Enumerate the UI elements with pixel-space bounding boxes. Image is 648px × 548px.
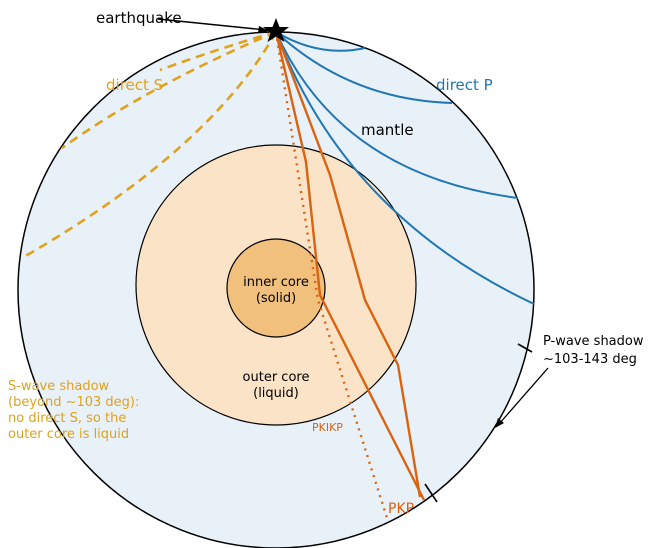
p-shadow-label: P-wave shadow [543,334,644,349]
star-icon [263,18,289,42]
s-shadow-label: S-wave shadow [8,379,110,394]
outer-core-label: outer core [243,370,310,385]
inner-core-label: inner core [243,275,309,290]
pkp-tick [424,483,438,503]
direct-p-rays [275,31,535,305]
inner-core-state: (solid) [256,291,296,306]
earthquake-label: earthquake [96,9,182,27]
s-shadow-note-2: outer core is liquid [8,427,129,442]
s-shadow-note-1: no direct S, so the [8,411,126,426]
p-ray [275,31,453,104]
mantle-label: mantle [361,121,414,139]
p-shadow-range: ~103-143 deg [543,352,637,367]
pkp-rays [274,31,426,501]
earthquake-pointer-head [258,26,269,33]
s-ray [61,30,277,150]
pkp-label: PKP [388,501,414,517]
p-shadow-tick [517,343,533,353]
p-ray [275,31,366,52]
p-shadow-pointer [498,367,549,425]
p-shadow-pointer-head [495,418,504,428]
inner-core-layer [226,238,326,338]
p-ray [275,31,519,199]
pkp-ray [274,31,422,498]
s-shadow-range: (beyond ~103 deg): [8,395,139,410]
s-ray [159,30,277,72]
earthquake-pointer [157,18,267,31]
direct-s-rays [21,30,278,260]
s-ray [21,31,278,260]
p-ray [275,31,535,305]
direct-p-label: direct P [436,76,493,94]
outer-core-state: (liquid) [253,386,299,401]
pkp-ray [274,31,426,501]
direct-s-label: direct S [106,76,163,94]
pkikp-label: PKIKP [312,421,343,434]
